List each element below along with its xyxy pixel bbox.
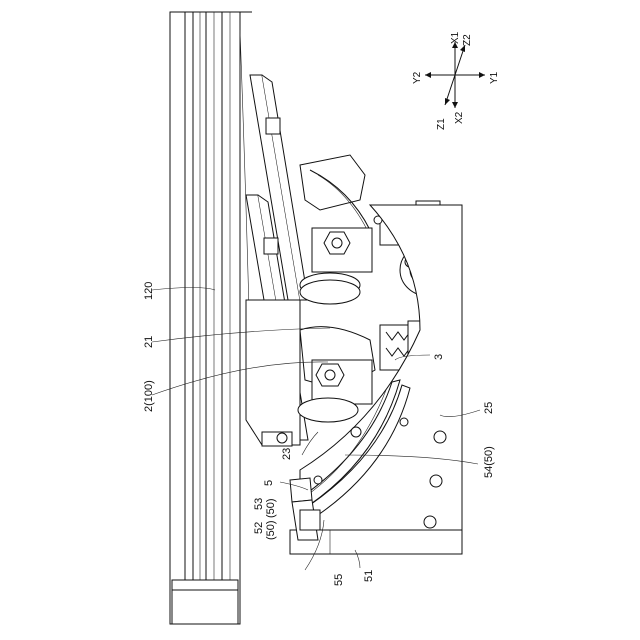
label-51: 51 (363, 570, 375, 582)
axis-y2-label: Y2 (412, 71, 423, 84)
label-2-100: 2(100) (143, 380, 155, 412)
axis-indicator: X1 Z2 Y2 Y1 Z1 X2 (412, 31, 500, 130)
axis-z1-label: Z1 (436, 118, 447, 130)
axis-y1-label: Y1 (489, 71, 500, 84)
label-5: 5 (263, 480, 275, 486)
label-21: 21 (143, 336, 155, 348)
rail-120 (170, 12, 252, 624)
label-23: 23 (281, 448, 293, 460)
axis-z2-label: Z2 (462, 34, 473, 46)
axis-x1-label: X1 (450, 31, 461, 44)
label-53-50: (50) (265, 498, 277, 518)
label-54-50: 54(50) (483, 446, 495, 478)
label-25: 25 (483, 402, 495, 414)
label-3: 3 (433, 354, 445, 360)
label-53: 53 (253, 498, 265, 510)
label-52-50: (50) (265, 520, 277, 540)
axis-x2-label: X2 (454, 111, 465, 124)
label-55: 55 (333, 574, 345, 586)
bracket-assembly (246, 75, 308, 446)
label-120: 120 (143, 282, 155, 300)
label-52: 52 (253, 522, 265, 534)
